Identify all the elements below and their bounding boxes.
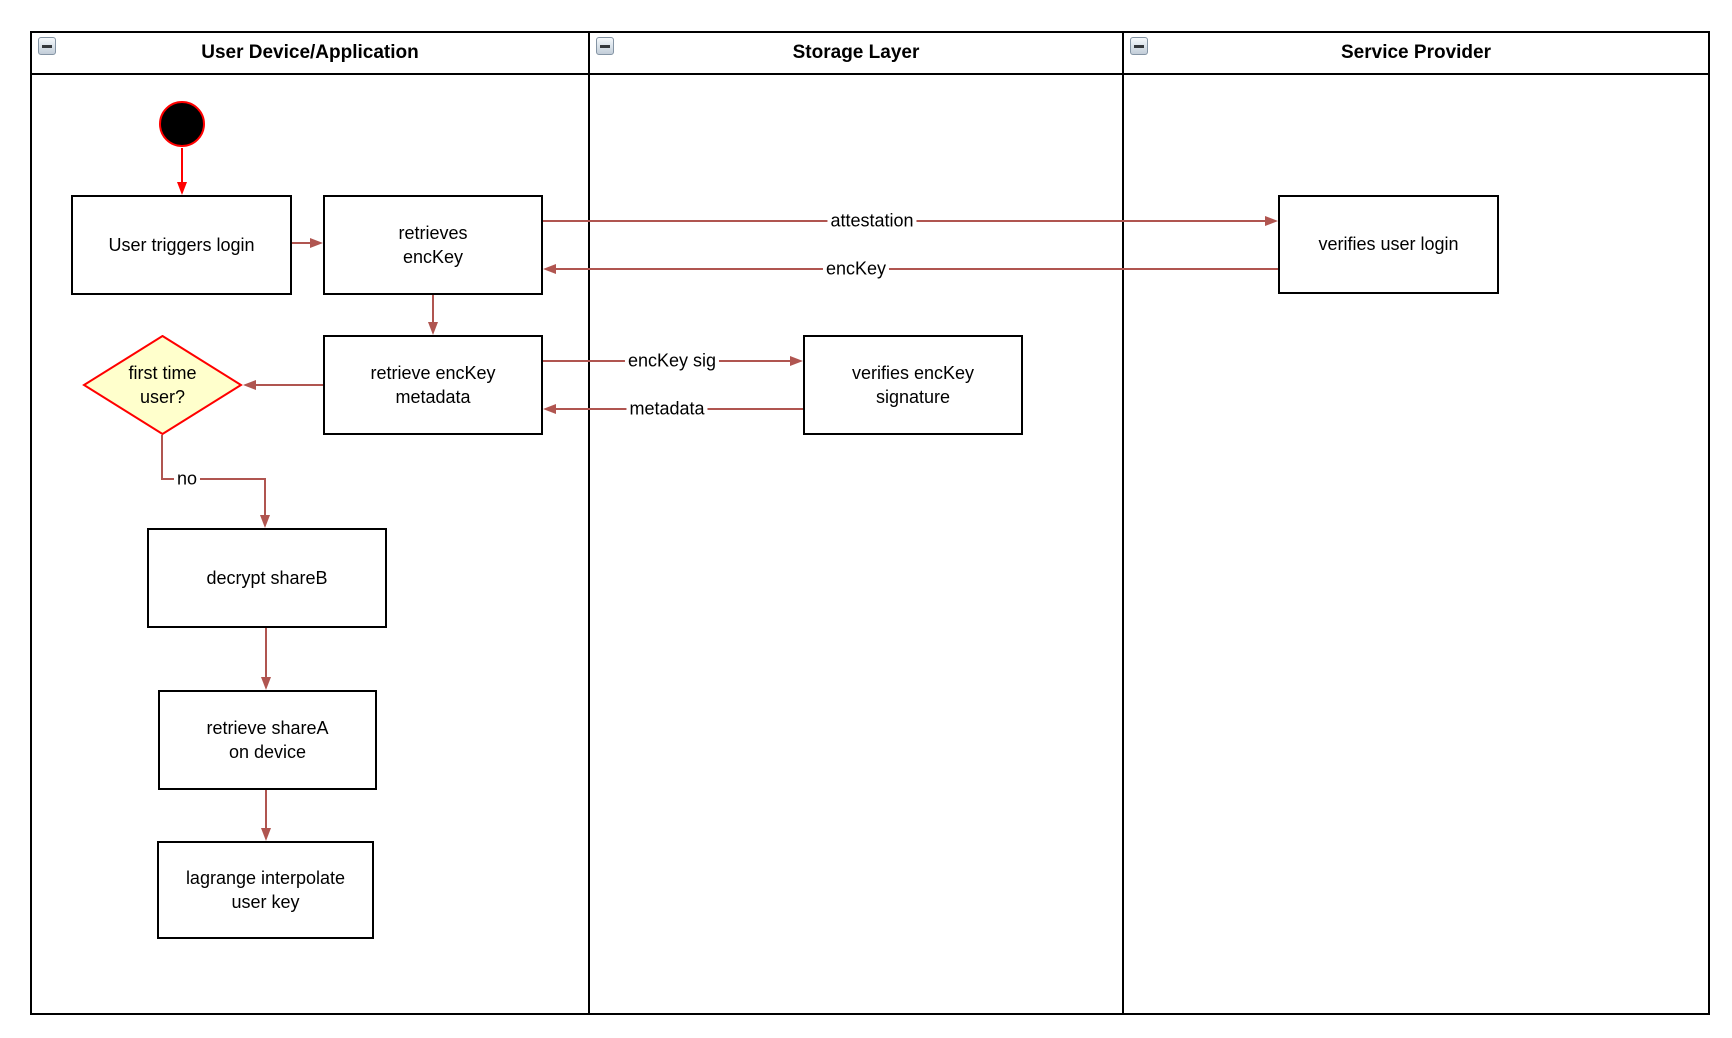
arrowhead-right-icon bbox=[1265, 216, 1278, 226]
arrowhead-down-icon bbox=[177, 182, 187, 195]
edge-sharea-to-lagrange-line bbox=[265, 790, 267, 829]
collapse-minus-icon bbox=[600, 44, 610, 48]
edge-retrieves-to-metadata-line bbox=[432, 295, 434, 323]
node-user-triggers-login[interactable]: User triggers login bbox=[71, 195, 292, 295]
lane-title: Storage Layer bbox=[792, 42, 920, 63]
arrowhead-down-icon bbox=[261, 828, 271, 841]
node-label: User triggers login bbox=[108, 234, 255, 255]
swimlane-pool: User Device/Application Storage Layer Se… bbox=[30, 31, 1710, 1015]
start-node[interactable] bbox=[159, 101, 205, 147]
arrowhead-left-icon bbox=[543, 264, 556, 274]
edge-label-enckey: encKey bbox=[822, 258, 890, 280]
arrowhead-left-icon bbox=[543, 404, 556, 414]
edge-label-metadata: metadata bbox=[626, 398, 708, 420]
node-retrieve-enckey-metadata[interactable]: retrieve encKey metadata bbox=[323, 335, 543, 435]
edge-label-enckey-sig: encKey sig bbox=[624, 350, 720, 372]
node-decrypt-shareb[interactable]: decrypt shareB bbox=[147, 528, 387, 628]
node-retrieves-enckey[interactable]: retrieves encKey bbox=[323, 195, 543, 295]
arrowhead-left-icon bbox=[243, 380, 256, 390]
lane-header-storage-layer[interactable]: Storage Layer bbox=[590, 33, 1122, 73]
diamond-shape bbox=[82, 334, 243, 436]
edge-start-line bbox=[181, 148, 183, 183]
lane-title: Service Provider bbox=[1341, 42, 1491, 63]
edge-no-segment-line bbox=[161, 478, 266, 480]
collapse-lane-button[interactable] bbox=[38, 37, 56, 55]
arrowhead-down-icon bbox=[260, 515, 270, 528]
node-label: decrypt shareB bbox=[206, 567, 328, 588]
lane-divider-1 bbox=[588, 33, 590, 1013]
node-verifies-enckey-signature[interactable]: verifies encKey signature bbox=[803, 335, 1023, 435]
arrowhead-down-icon bbox=[261, 677, 271, 690]
edge-metadata-to-decision-line bbox=[255, 384, 323, 386]
lane-header-service-provider[interactable]: Service Provider bbox=[1124, 33, 1708, 73]
arrowhead-down-icon bbox=[428, 322, 438, 335]
header-divider bbox=[32, 73, 1708, 75]
collapse-lane-button[interactable] bbox=[596, 37, 614, 55]
lane-header-user-device[interactable]: User Device/Application bbox=[32, 33, 588, 73]
node-label: verifies user login bbox=[1318, 234, 1459, 255]
edge-label-attestation: attestation bbox=[827, 210, 917, 232]
collapse-lane-button[interactable] bbox=[1130, 37, 1148, 55]
node-label: lagrange interpolate user key bbox=[185, 867, 346, 912]
node-label: retrieve encKey metadata bbox=[370, 362, 496, 407]
edge-label-no: no bbox=[173, 468, 201, 490]
lane-divider-2 bbox=[1122, 33, 1124, 1013]
arrowhead-right-icon bbox=[790, 356, 803, 366]
node-lagrange-interpolate[interactable]: lagrange interpolate user key bbox=[157, 841, 374, 939]
node-verifies-user-login[interactable]: verifies user login bbox=[1278, 195, 1499, 294]
node-label: retrieve shareA on device bbox=[206, 717, 329, 762]
edge-decrypt-to-sharea-line bbox=[265, 628, 267, 678]
decision-first-time-user[interactable]: first time user? bbox=[82, 334, 243, 436]
edge-no-segment-line bbox=[161, 435, 163, 480]
node-label: retrieves encKey bbox=[398, 222, 468, 267]
edge-no-segment-line bbox=[264, 478, 266, 516]
lane-title: User Device/Application bbox=[201, 42, 419, 63]
arrowhead-right-icon bbox=[310, 238, 323, 248]
node-label: first time user? bbox=[128, 362, 197, 407]
edge-login-to-retrieves-line bbox=[292, 242, 312, 244]
node-retrieve-sharea[interactable]: retrieve shareA on device bbox=[158, 690, 377, 790]
collapse-minus-icon bbox=[42, 44, 52, 48]
collapse-minus-icon bbox=[1134, 44, 1144, 48]
node-label: verifies encKey signature bbox=[851, 362, 975, 407]
edge-enckey-line bbox=[555, 268, 1278, 270]
